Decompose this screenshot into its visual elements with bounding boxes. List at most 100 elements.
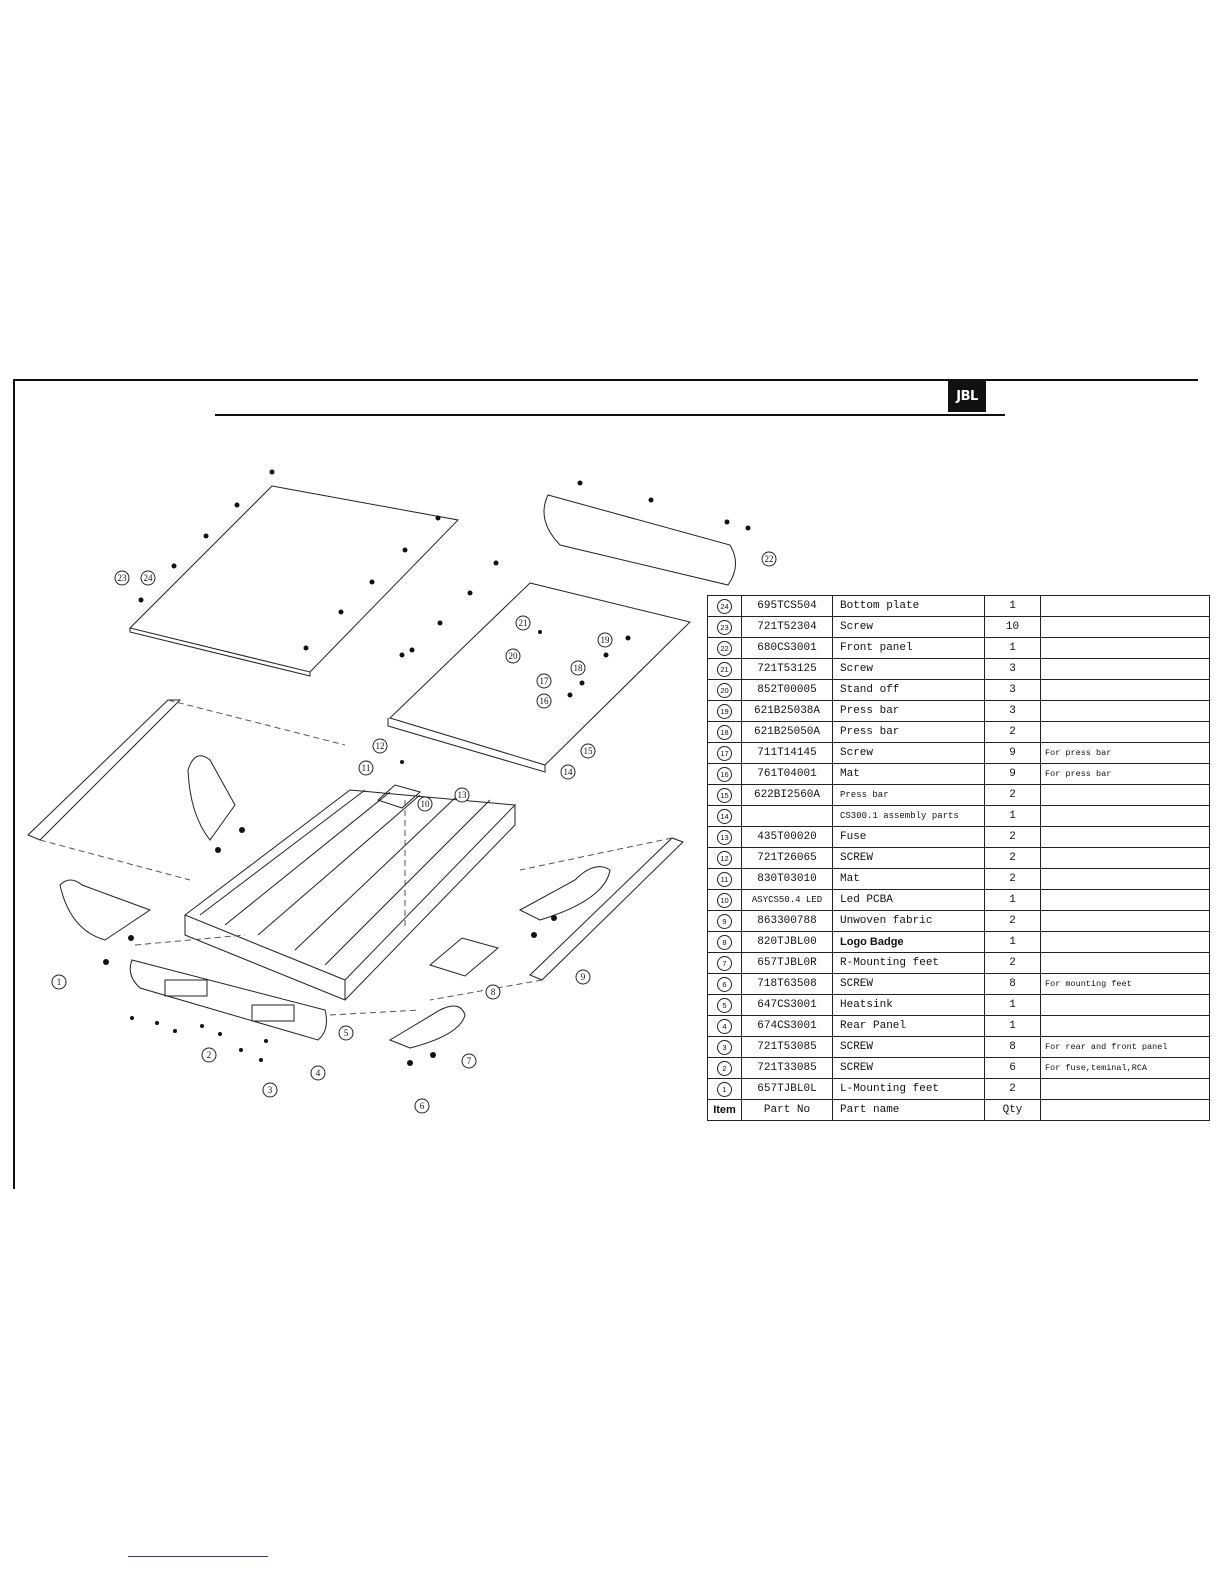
qty-cell: 2	[984, 784, 1041, 806]
qty-cell: 1	[984, 1015, 1041, 1037]
rear-panel-slot-right	[251, 1004, 295, 1022]
callout-14: 14	[560, 764, 576, 780]
part-no-cell: 820TJBL00	[741, 931, 833, 953]
callout-bubbles: 1 2 3 4 5 6 7 8 9 10 11 12 13 14 15 16 1…	[51, 551, 777, 1114]
callout-4: 4	[310, 1065, 326, 1081]
qty-cell: 1	[984, 889, 1041, 911]
heatsink-end	[344, 805, 516, 1001]
part-name-cell: Unwoven fabric	[832, 910, 985, 932]
note-cell	[1040, 805, 1210, 827]
qty-cell: 1	[984, 805, 1041, 827]
item-number: 18	[717, 724, 732, 740]
note-cell: For rear and front panel	[1040, 1036, 1210, 1058]
part-no-cell: 621B25050A	[741, 721, 833, 743]
item-number: 11	[717, 871, 732, 887]
callout-19: 19	[597, 632, 613, 648]
part-no-cell: 830T03010	[741, 868, 833, 890]
qty-cell: 2	[984, 1078, 1041, 1100]
note-cell	[1040, 952, 1210, 974]
mounting-foot-left-front	[59, 879, 152, 941]
callout-6: 6	[414, 1098, 430, 1114]
part-name-cell: Logo Badge	[832, 931, 985, 953]
qty-cell: 10	[984, 616, 1041, 638]
note-cell	[1040, 847, 1210, 869]
callout-5: 5	[338, 1025, 354, 1041]
jbl-logo-text: JBL	[956, 388, 978, 404]
note-cell: For press bar	[1040, 763, 1210, 785]
note-cell	[1040, 700, 1210, 722]
part-no-cell: 657TJBL0L	[741, 1078, 833, 1100]
callout-23: 23	[114, 570, 130, 586]
callout-1: 1	[51, 974, 67, 990]
header-qty: Qty	[984, 1099, 1041, 1121]
part-no-cell: 647CS3001	[741, 994, 833, 1016]
fabric-strip-right	[529, 837, 684, 981]
callout-22: 22	[761, 551, 777, 567]
part-name-cell: Stand off	[832, 679, 985, 701]
qty-cell: 1	[984, 637, 1041, 659]
front-panel-shape	[543, 494, 736, 586]
note-cell	[1040, 784, 1210, 806]
item-number: 5	[717, 997, 732, 1013]
part-name-cell: SCREW	[832, 1057, 985, 1079]
callout-7: 7	[461, 1053, 477, 1069]
part-name-cell: Screw	[832, 742, 985, 764]
qty-cell: 1	[984, 931, 1041, 953]
part-no-cell: ASYCS50.4 LED	[741, 889, 833, 911]
qty-cell: 2	[984, 826, 1041, 848]
note-cell	[1040, 637, 1210, 659]
callout-9: 9	[575, 969, 591, 985]
note-cell: For mounting feet	[1040, 973, 1210, 995]
note-cell: For fuse,teminal,RCA	[1040, 1057, 1210, 1079]
item-number: 19	[717, 703, 732, 719]
part-no-cell: 761T04001	[741, 763, 833, 785]
note-cell	[1040, 889, 1210, 911]
svg-text:20: 20	[509, 651, 519, 661]
item-number: 10	[717, 892, 732, 908]
part-name-cell: Mat	[832, 868, 985, 890]
jbl-logo: JBL	[948, 380, 986, 412]
qty-cell: 1	[984, 994, 1041, 1016]
svg-text:14: 14	[564, 767, 574, 777]
part-name-cell: CS300.1 assembly parts	[832, 805, 985, 827]
item-number: 22	[717, 640, 732, 656]
part-no-cell: 721T53125	[741, 658, 833, 680]
callout-13: 13	[454, 787, 470, 803]
svg-text:13: 13	[458, 790, 468, 800]
callout-10: 10	[417, 796, 433, 812]
item-number: 14	[717, 808, 732, 824]
item-number: 23	[717, 619, 732, 635]
note-cell	[1040, 1078, 1210, 1100]
callout-18: 18	[570, 660, 586, 676]
svg-text:24: 24	[144, 573, 154, 583]
part-no-cell: 721T52304	[741, 616, 833, 638]
note-cell	[1040, 595, 1210, 617]
qty-cell: 3	[984, 658, 1041, 680]
note-cell	[1040, 658, 1210, 680]
callout-20: 20	[505, 648, 521, 664]
callout-17: 17	[536, 673, 552, 689]
item-number: 17	[717, 745, 732, 761]
qty-cell: 3	[984, 679, 1041, 701]
part-name-cell: Bottom plate	[832, 595, 985, 617]
svg-text:6: 6	[420, 1101, 425, 1111]
part-no-cell: 657TJBL0R	[741, 952, 833, 974]
part-no-cell: 435T00020	[741, 826, 833, 848]
part-no-cell: 721T53085	[741, 1036, 833, 1058]
qty-cell: 6	[984, 1057, 1041, 1079]
svg-text:17: 17	[540, 676, 550, 686]
svg-text:3: 3	[268, 1085, 273, 1095]
mounting-foot-left-rear	[187, 755, 236, 841]
svg-text:21: 21	[519, 618, 528, 628]
callout-16: 16	[536, 693, 552, 709]
qty-cell: 8	[984, 1036, 1041, 1058]
item-number: 20	[717, 682, 732, 698]
note-cell	[1040, 826, 1210, 848]
